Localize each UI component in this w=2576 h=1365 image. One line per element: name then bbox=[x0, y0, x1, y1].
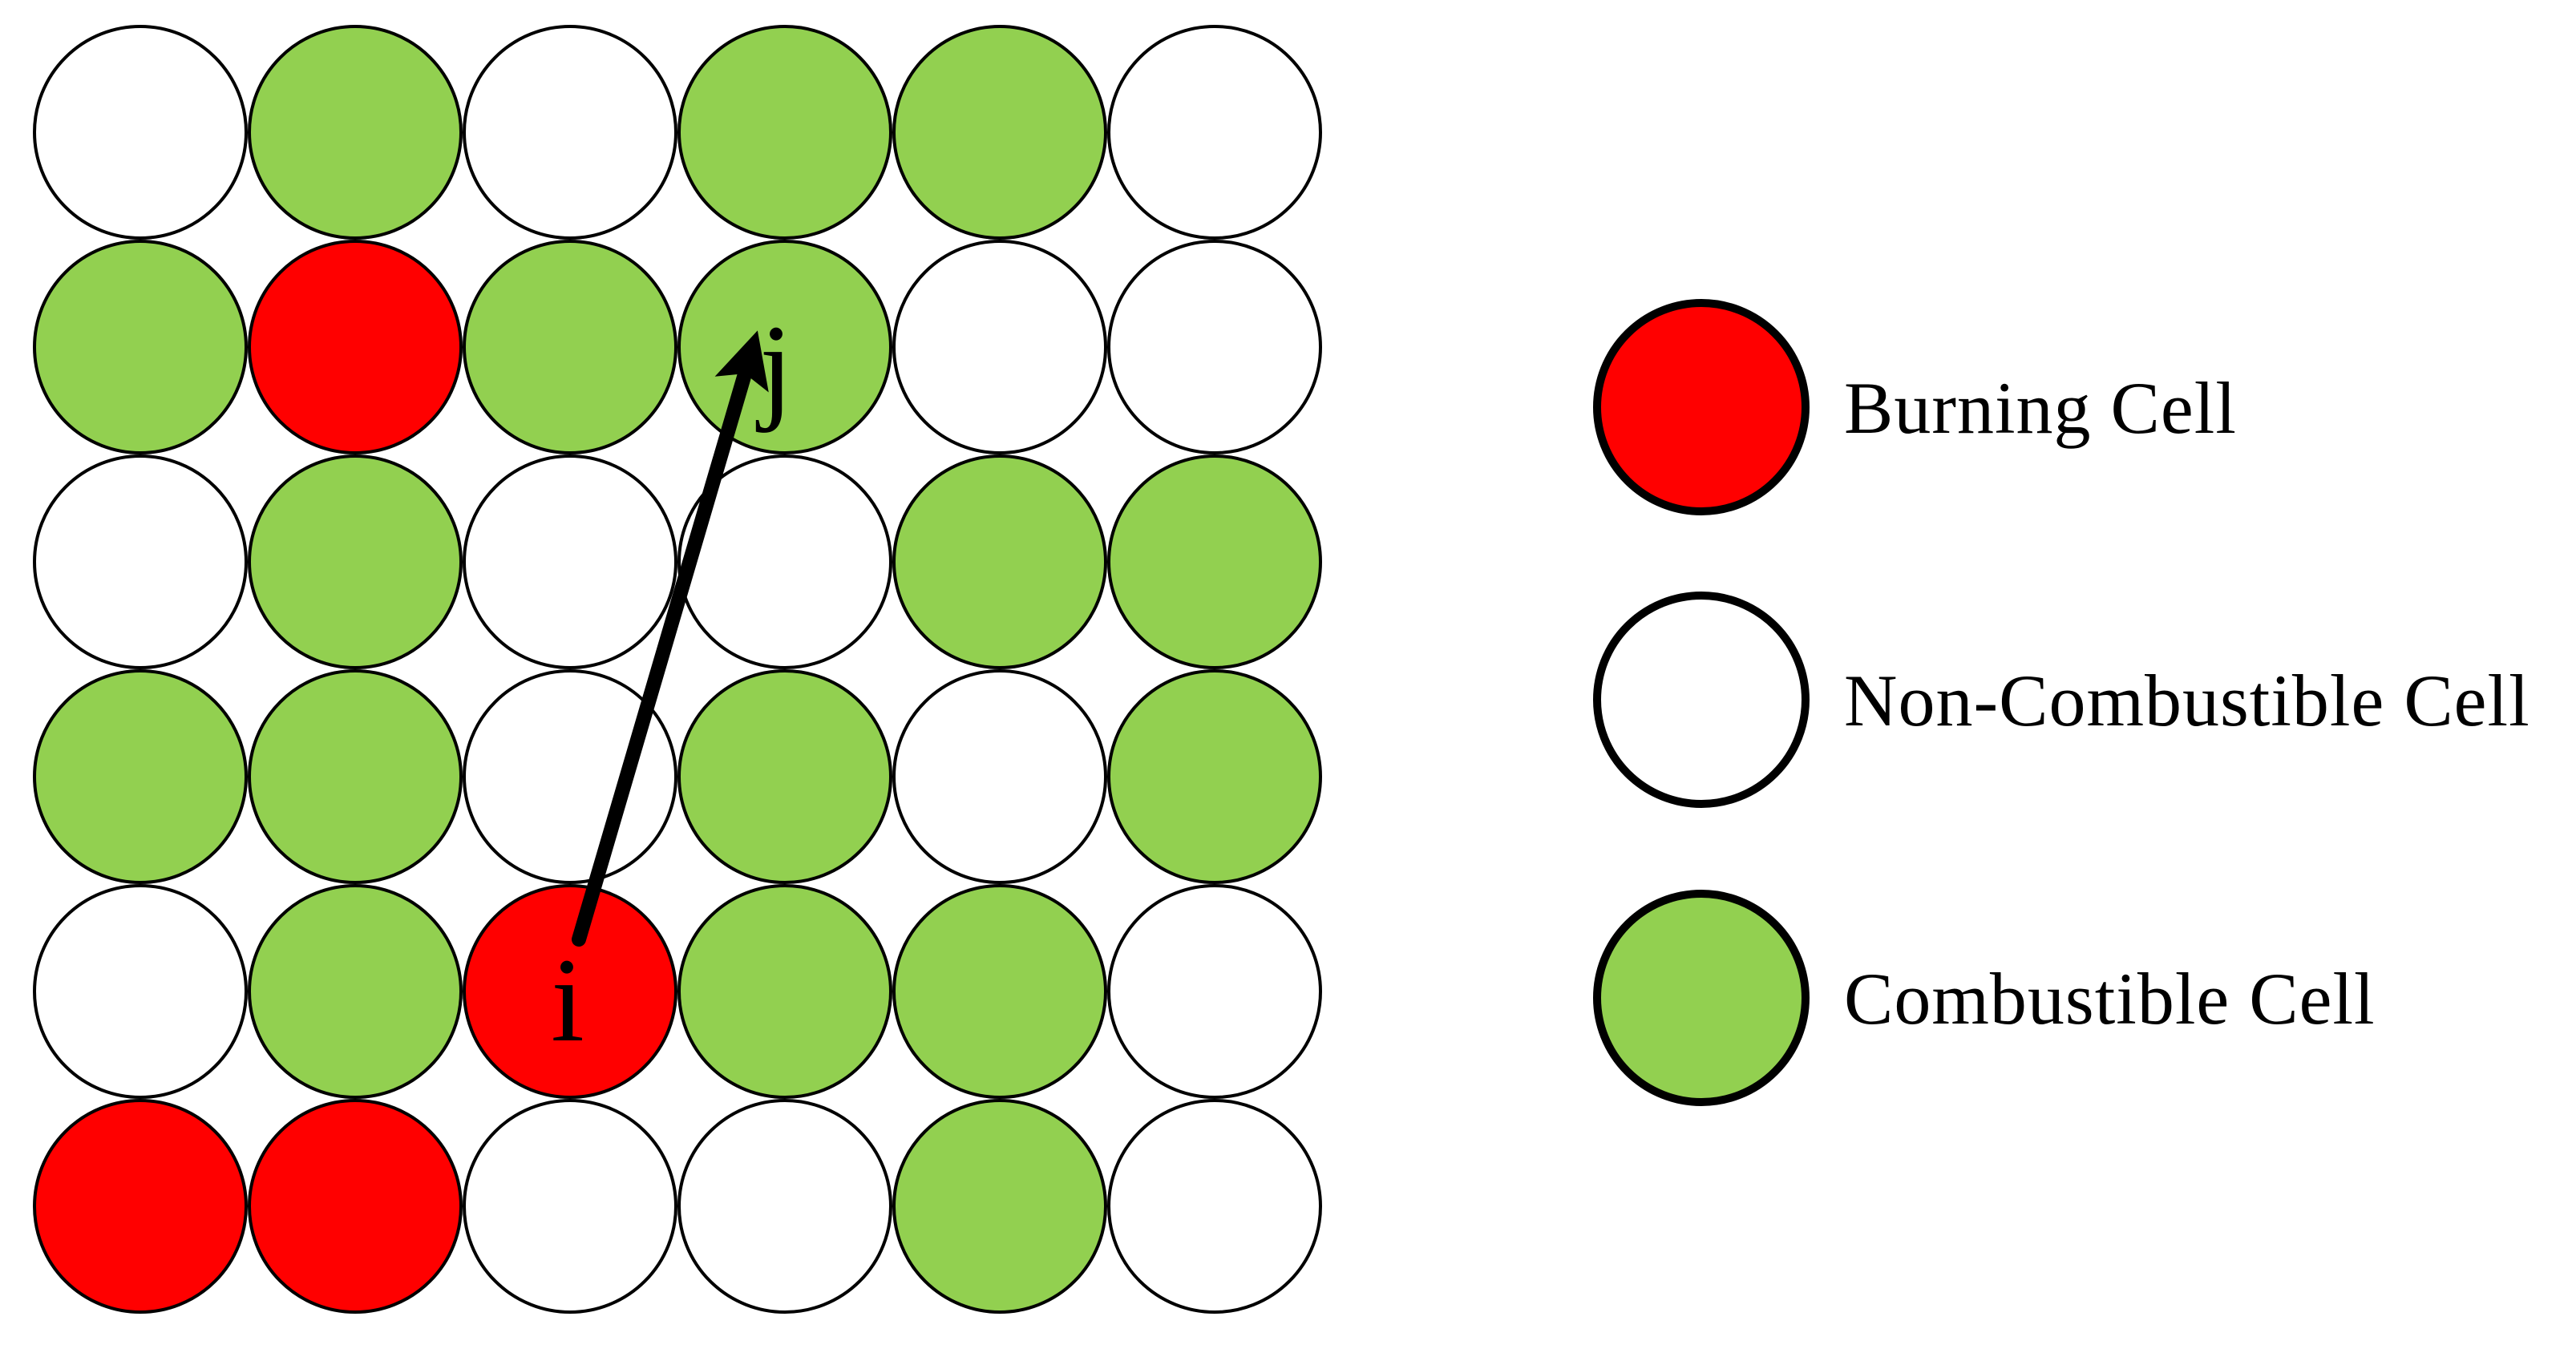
cell-r3-c1-non-combustible bbox=[33, 454, 248, 669]
cell-r3-c2-combustible bbox=[248, 454, 463, 669]
cell-r3-c5-combustible bbox=[892, 454, 1107, 669]
cell-r2-c1-combustible bbox=[33, 240, 248, 454]
cell-r4-c6-combustible bbox=[1107, 669, 1322, 884]
legend-item-combustible: Combustible Cell bbox=[1593, 890, 2376, 1106]
cell-r4-c4-combustible bbox=[677, 669, 892, 884]
cell-r1-c1-non-combustible bbox=[33, 25, 248, 240]
non-combustible-cell-swatch bbox=[1593, 592, 1810, 808]
cell-r6-c2-burning bbox=[248, 1099, 463, 1314]
source-cell-label: i bbox=[551, 934, 584, 1067]
cell-r3-c3-non-combustible bbox=[463, 454, 677, 669]
cell-r2-c3-combustible bbox=[463, 240, 677, 454]
legend-item-burning: Burning Cell bbox=[1593, 299, 2237, 515]
cell-grid bbox=[33, 25, 1322, 1314]
legend-label-combustible: Combustible Cell bbox=[1844, 958, 2376, 1040]
cell-r6-c4-non-combustible bbox=[677, 1099, 892, 1314]
cell-r4-c3-non-combustible bbox=[463, 669, 677, 884]
cell-labels: i j bbox=[551, 301, 793, 1067]
cell-r5-c4-combustible bbox=[677, 884, 892, 1099]
cell-r4-c5-non-combustible bbox=[892, 669, 1107, 884]
cell-r2-c6-non-combustible bbox=[1107, 240, 1322, 454]
cell-r6-c1-burning bbox=[33, 1099, 248, 1314]
cell-r1-c4-combustible bbox=[677, 25, 892, 240]
cell-r4-c1-combustible bbox=[33, 669, 248, 884]
cell-r5-c6-non-combustible bbox=[1107, 884, 1322, 1099]
cell-r6-c6-non-combustible bbox=[1107, 1099, 1322, 1314]
spread-arrow-group bbox=[572, 330, 769, 947]
cell-r4-c2-combustible bbox=[248, 669, 463, 884]
cell-r5-c2-combustible bbox=[248, 884, 463, 1099]
cell-r1-c6-non-combustible bbox=[1107, 25, 1322, 240]
cell-r1-c2-combustible bbox=[248, 25, 463, 240]
target-cell-label: j bbox=[755, 301, 793, 434]
legend-label-non-combustible: Non-Combustible Cell bbox=[1844, 660, 2530, 741]
cell-r5-c1-non-combustible bbox=[33, 884, 248, 1099]
cell-r1-c3-non-combustible bbox=[463, 25, 677, 240]
cell-r2-c2-burning bbox=[248, 240, 463, 454]
cell-r1-c5-combustible bbox=[892, 25, 1107, 240]
cell-r3-c6-combustible bbox=[1107, 454, 1322, 669]
cell-r6-c3-non-combustible bbox=[463, 1099, 677, 1314]
legend-label-burning: Burning Cell bbox=[1844, 367, 2237, 449]
cell-r2-c5-non-combustible bbox=[892, 240, 1107, 454]
cell-r6-c5-combustible bbox=[892, 1099, 1107, 1314]
cell-r3-c4-non-combustible bbox=[677, 454, 892, 669]
combustible-cell-swatch bbox=[1593, 890, 1810, 1106]
legend: Burning Cell Non-Combustible Cell Combus… bbox=[1593, 299, 2530, 1106]
spread-direction-arrow bbox=[572, 330, 769, 947]
cell-r5-c5-combustible bbox=[892, 884, 1107, 1099]
cell-r5-c3-burning bbox=[463, 884, 677, 1099]
burning-cell-swatch bbox=[1593, 299, 1810, 515]
legend-item-non-combustible: Non-Combustible Cell bbox=[1593, 592, 2530, 808]
